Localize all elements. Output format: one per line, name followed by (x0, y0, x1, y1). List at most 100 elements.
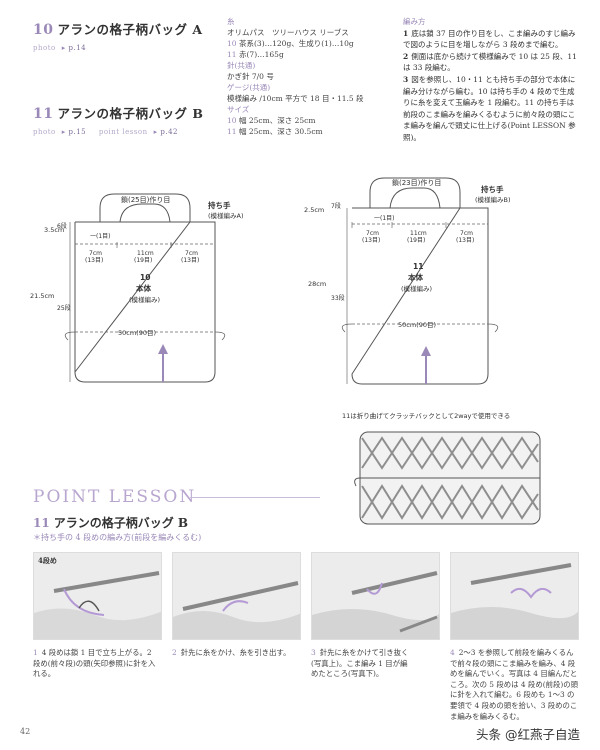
step-3-number: 3 (403, 74, 409, 84)
yarn-heading: 糸 (227, 17, 235, 26)
size-a-num: 10 (227, 116, 237, 125)
b-body-pattern: (模様編み) (401, 284, 432, 293)
b-one-stitch: 一(1目) (374, 215, 395, 222)
instructions-heading: 編み方 (403, 17, 426, 26)
photo-2-image (173, 553, 300, 639)
bag-b-lesson-label: point lesson (98, 128, 148, 136)
clutch-note: 11は折り曲げてクラッチバックとして2wayで使用できる (342, 412, 511, 420)
gauge-heading: ゲージ(共通) (227, 83, 271, 92)
caption-1-text: 4 段めは鎖 1 目で立ち上がる。2 段め(前々段)の頭(矢印参照)に針を入れる… (33, 648, 156, 679)
watermark: 头条 @红燕子自造 (473, 723, 583, 744)
b-width: 50cm(90目) (398, 321, 436, 329)
b-seg2-cm: 11cm (410, 230, 427, 237)
page-number: 42 (20, 727, 31, 736)
step-2-number: 2 (403, 51, 409, 61)
bag-b-photo-page: p.15 (68, 128, 87, 136)
gauge-text: 模様編み /10cm 平方で 18 目・11.5 段 (227, 94, 364, 103)
a-width: 50cm(90目) (118, 329, 156, 337)
size-a: 幅 25cm、深さ 25cm (239, 116, 316, 125)
bag-a-meta: photo▸ p.14 (33, 44, 87, 52)
diagram-a: 鎖(25目)作り目 持ち手 (模様編みA) 3.5cm 6段 一(1目) 7cm… (30, 193, 244, 383)
size-heading: サイズ (227, 105, 250, 114)
yarn-a-num: 10 (227, 39, 237, 48)
lesson-photo-4 (450, 552, 579, 640)
lesson-note: ＊持ち手の 4 段めの編み方(前段を編みくるむ) (33, 533, 202, 542)
a-seg2-st: (19目) (134, 257, 152, 264)
a-body-label: 本体 (135, 283, 151, 293)
yarn-b-num: 11 (227, 50, 237, 59)
point-lesson-rule (190, 497, 320, 498)
photo-3-image (312, 553, 439, 639)
lesson-photo-2 (172, 552, 301, 640)
b-seg1-cm: 7cm (366, 230, 379, 237)
diagram-b: 鎖(23目)作り目 持ち手 (模様編みB) 2.5cm 7段 一(1目) 7cm… (304, 177, 511, 385)
bag-b-lesson-page: p.42 (160, 128, 178, 136)
a-body-pattern: (模様編み) (129, 295, 160, 304)
yarn-b: 赤(7)…165g (239, 50, 284, 59)
a-height-cm: 21.5cm (30, 292, 54, 300)
yarn-a: 茶系(3)…120g、生成り(1)…10g (239, 39, 354, 48)
b-side-rows: 7段 (331, 202, 341, 210)
photo-1-tag: 4段め (38, 556, 57, 565)
caption-3-text: 針先に糸をかけて引き抜く(写真上)。こま編み 1 目が編めたところ(写真下)。 (311, 648, 409, 679)
size-b: 幅 25cm、深さ 30.5cm (239, 127, 323, 136)
bag-a-title-text: アランの格子柄バッグ A (57, 22, 203, 37)
needle-size: かぎ針 7/0 号 (227, 72, 274, 81)
photo-1-image (34, 553, 161, 639)
b-body-number: 11 (413, 262, 423, 271)
a-height-rows: 25段 (57, 304, 71, 312)
a-seg1-st: (13目) (85, 257, 103, 264)
a-seg2-cm: 11cm (137, 250, 154, 257)
lesson-sub-title: アランの格子柄バッグ B (53, 516, 189, 530)
a-one-stitch: 一(1目) (90, 233, 111, 240)
step-3-text: 図を参照し、10・11 とも持ち手の部分で本体に編み分けながら編む。10 は持ち… (403, 74, 576, 142)
bag-b-meta: photo▸ p.15 point lesson▸ p.42 (33, 128, 178, 136)
yarn-brand: オリムパス ツリーハウス リーブス (227, 28, 349, 37)
a-side-rows: 6段 (57, 222, 67, 230)
b-height-cm: 28cm (308, 280, 326, 288)
b-seg3-st: (13目) (456, 237, 474, 244)
b-side-cm: 2.5cm (304, 206, 324, 214)
lesson-sub-number: 11 (33, 516, 50, 530)
b-body-label: 本体 (407, 272, 423, 282)
caption-3-number: 3 (311, 648, 316, 657)
bag-b-title-text: アランの格子柄バッグ B (57, 106, 204, 121)
a-handle-pattern: (模様編みA) (208, 211, 244, 220)
caption-1-number: 1 (33, 648, 38, 657)
bag-a-number: 10 (33, 22, 54, 38)
step-1-text: 底は鎖 37 目の作り目をし、こま編みのすじ編みで図のように目を増しながら 3 … (403, 28, 576, 50)
b-seg2-st: (19目) (407, 237, 425, 244)
a-seg1-cm: 7cm (89, 250, 102, 257)
size-b-num: 11 (227, 127, 237, 136)
lesson-photo-1: 4段め (33, 552, 162, 640)
b-handle-label: 持ち手 (481, 184, 504, 194)
caption-4-text: 2〜3 を参照して前段を編みくるんで前々段の頭にこま編みを編み、4 段めを編んで… (450, 648, 579, 721)
step-2-text: 側面は底から続けて模様編みで 10 は 25 段、11 は 33 段編む。 (403, 51, 577, 73)
bag-b-photo-label: photo (33, 128, 56, 136)
b-seg3-cm: 7cm (460, 230, 473, 237)
caption-2-number: 2 (172, 648, 177, 657)
caption-4-number: 4 (450, 648, 455, 657)
b-chain-label: 鎖(23目)作り目 (392, 178, 441, 187)
b-height-rows: 33段 (331, 294, 345, 302)
caption-2-text: 針先に糸をかけ、糸を引き出す。 (180, 648, 291, 657)
b-seg1-st: (13目) (362, 237, 380, 244)
step-1-number: 1 (403, 28, 409, 38)
a-seg3-st: (13目) (181, 257, 199, 264)
a-side-cm: 3.5cm (44, 226, 64, 234)
needle-heading: 針(共通) (227, 61, 256, 70)
bag-b-number: 11 (33, 106, 54, 122)
point-lesson-heading: POINT LESSON (33, 487, 197, 507)
bag-a-photo-label: photo (33, 44, 56, 52)
a-chain-label: 鎖(25目)作り目 (121, 195, 170, 204)
b-handle-pattern: (模様編みB) (475, 195, 511, 204)
photo-4-image (451, 553, 578, 639)
